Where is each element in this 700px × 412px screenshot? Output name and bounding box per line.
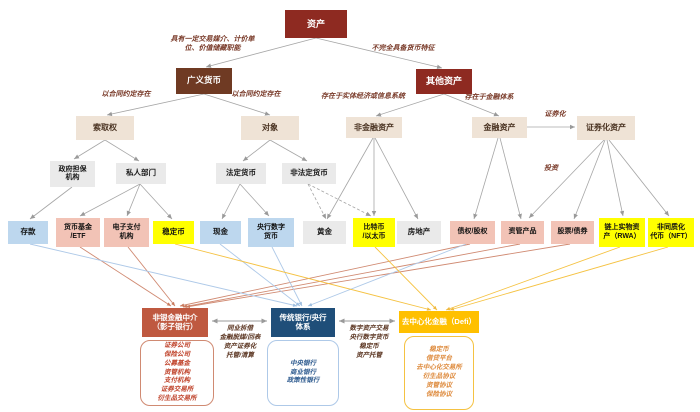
node-rwa: 链上实物资 产（RWA） xyxy=(599,218,645,247)
node-cash: 现金 xyxy=(200,221,241,244)
node-money-fund-etf: 货币基金 /ETF xyxy=(56,218,100,247)
node-stablecoin: 稳定币 xyxy=(153,221,194,244)
node-real-estate: 房地产 xyxy=(397,221,441,244)
node-deposits: 存款 xyxy=(8,221,48,244)
edge-label-financial-system: 存在于金融体系 xyxy=(464,94,514,101)
node-financial-assets: 金融资产 xyxy=(472,117,527,138)
annotation-shadow-bank-flows: 同业拆借 金融脱媒/回表 资产证券化 托管/清算 xyxy=(219,325,261,360)
edge-label-contract-left: 以合同约定存在 xyxy=(101,91,151,98)
edge-label-contract-right: 以合同约定存在 xyxy=(231,91,281,98)
edge-label-investment: 投资 xyxy=(544,165,558,172)
defi-list: 稳定币 借贷平台 去中心化交易所 衍生品协议 资管协议 保险协议 xyxy=(404,336,474,410)
node-other-assets: 其他资产 xyxy=(416,69,472,94)
edge-label-securitization: 证券化 xyxy=(544,111,566,118)
sector-defi: 去中心化金融（Defi） xyxy=(399,311,479,333)
node-asset: 资产 xyxy=(285,10,347,38)
node-claims: 索取权 xyxy=(76,116,134,140)
node-securitized-assets: 证券化资产 xyxy=(577,116,635,140)
node-gold: 黄金 xyxy=(303,221,346,244)
edge-label-real-economy: 存在于实体经济或信息系统 xyxy=(321,93,405,100)
traditional-banking-list: 中央银行 商业银行 政策性银行 xyxy=(267,340,339,406)
node-object: 对象 xyxy=(241,116,299,140)
edge-label-money-functions: 具有一定交易媒介、计价单 位、价值储藏职能 xyxy=(170,36,255,53)
sector-traditional-banking: 传统银行/央行 体系 xyxy=(271,308,335,337)
node-cbdc: 央行数字 货币 xyxy=(248,218,294,247)
shadow-banking-list: 证券公司 保险公司 公募基金 资管机构 支付机构 证券交易所 衍生品交易所 xyxy=(140,340,214,406)
node-nft: 非同质化 代币（NFT） xyxy=(648,218,694,247)
node-bitcoin-ether: 比特币 /以太币 xyxy=(353,218,395,247)
sector-shadow-banking: 非银金融中介 （影子银行） xyxy=(142,308,208,337)
node-private-sector: 私人部门 xyxy=(116,163,166,184)
node-epayment: 电子支付 机构 xyxy=(104,218,149,247)
node-asset-mgmt-products: 资管产品 xyxy=(501,221,544,244)
node-non-fiat-currency: 非法定货币 xyxy=(282,163,336,184)
node-stocks-bonds: 股票/债券 xyxy=(551,221,594,244)
node-non-financial-assets: 非金融资产 xyxy=(346,117,402,138)
node-credit-equity: 债权/股权 xyxy=(450,221,495,244)
annotation-bank-defi-flows: 数字资产交易 央行数字货币 稳定币 资产托管 xyxy=(349,325,389,360)
node-broad-money: 广义货币 xyxy=(176,68,232,94)
edge-label-not-full-money: 不完全具备货币特征 xyxy=(371,45,435,52)
node-gov-guarantee: 政府担保 机构 xyxy=(50,161,95,187)
node-fiat-currency: 法定货币 xyxy=(216,163,266,184)
